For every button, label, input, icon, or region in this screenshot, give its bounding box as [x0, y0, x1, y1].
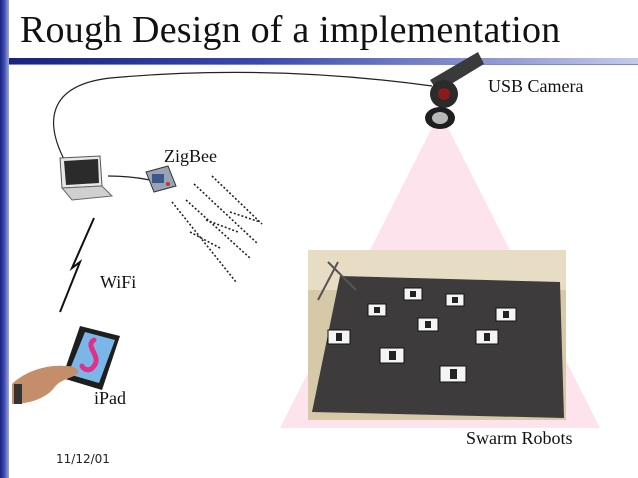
- label-zigbee: ZigBee: [164, 146, 217, 167]
- slide-date: 11/12/01: [56, 452, 110, 466]
- label-swarm-robots: Swarm Robots: [466, 428, 573, 449]
- wifi-signal: [60, 218, 94, 312]
- label-usb-camera: USB Camera: [488, 76, 583, 97]
- laptop-icon: [60, 156, 112, 200]
- swarm-robots-photo: [308, 250, 566, 420]
- usb-camera-icon: [425, 52, 484, 129]
- label-ipad: iPad: [94, 388, 126, 409]
- ipad-icon: [62, 326, 120, 390]
- zigbee-signal-waves: [172, 176, 262, 282]
- zigbee-module-icon: [146, 166, 176, 192]
- hand-illustration: [12, 366, 78, 404]
- label-wifi: WiFi: [100, 272, 136, 293]
- zigbee-cable: [108, 176, 150, 180]
- usb-cable: [54, 72, 432, 170]
